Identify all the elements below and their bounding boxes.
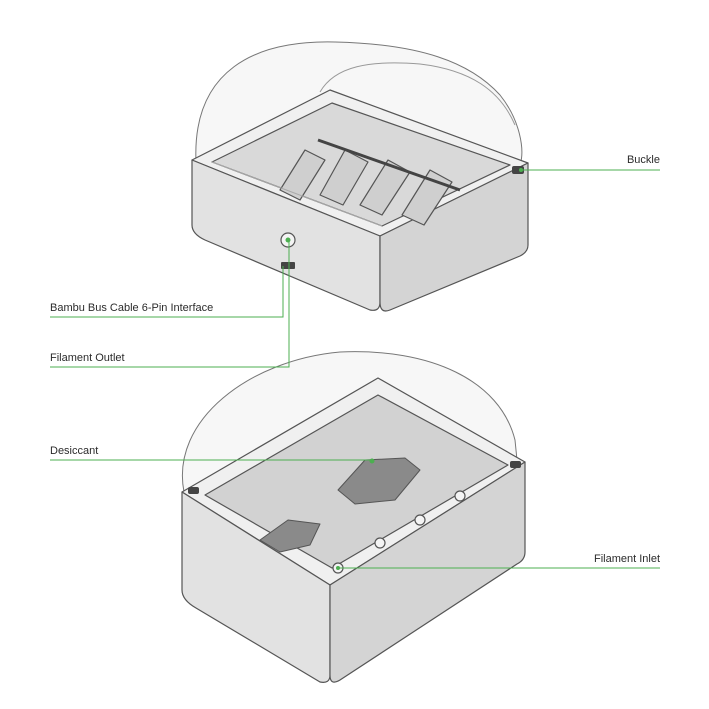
closed-spool-holders [279,138,461,226]
desiccant-panels [259,457,421,553]
ams-unit-open [181,351,526,683]
open-right-face [329,461,526,683]
label-filament-inlet: Filament Inlet [594,553,660,565]
bus-cable-port [281,262,295,269]
label-bus-cable: Bambu Bus Cable 6-Pin Interface [50,302,213,314]
callout-lines [50,169,660,569]
closed-dome-edge [319,62,516,126]
label-buckle: Buckle [627,154,660,166]
buckle-open-right [510,461,521,468]
filament-inlets [332,490,466,574]
closed-right-face [379,162,529,312]
filament-outlet-leader [50,240,290,368]
buckle-open-left [188,487,199,494]
bus-cable-leader [50,266,284,318]
label-desiccant: Desiccant [50,445,98,457]
label-filament-outlet: Filament Outlet [50,352,125,364]
ams-unit-closed [191,41,529,312]
